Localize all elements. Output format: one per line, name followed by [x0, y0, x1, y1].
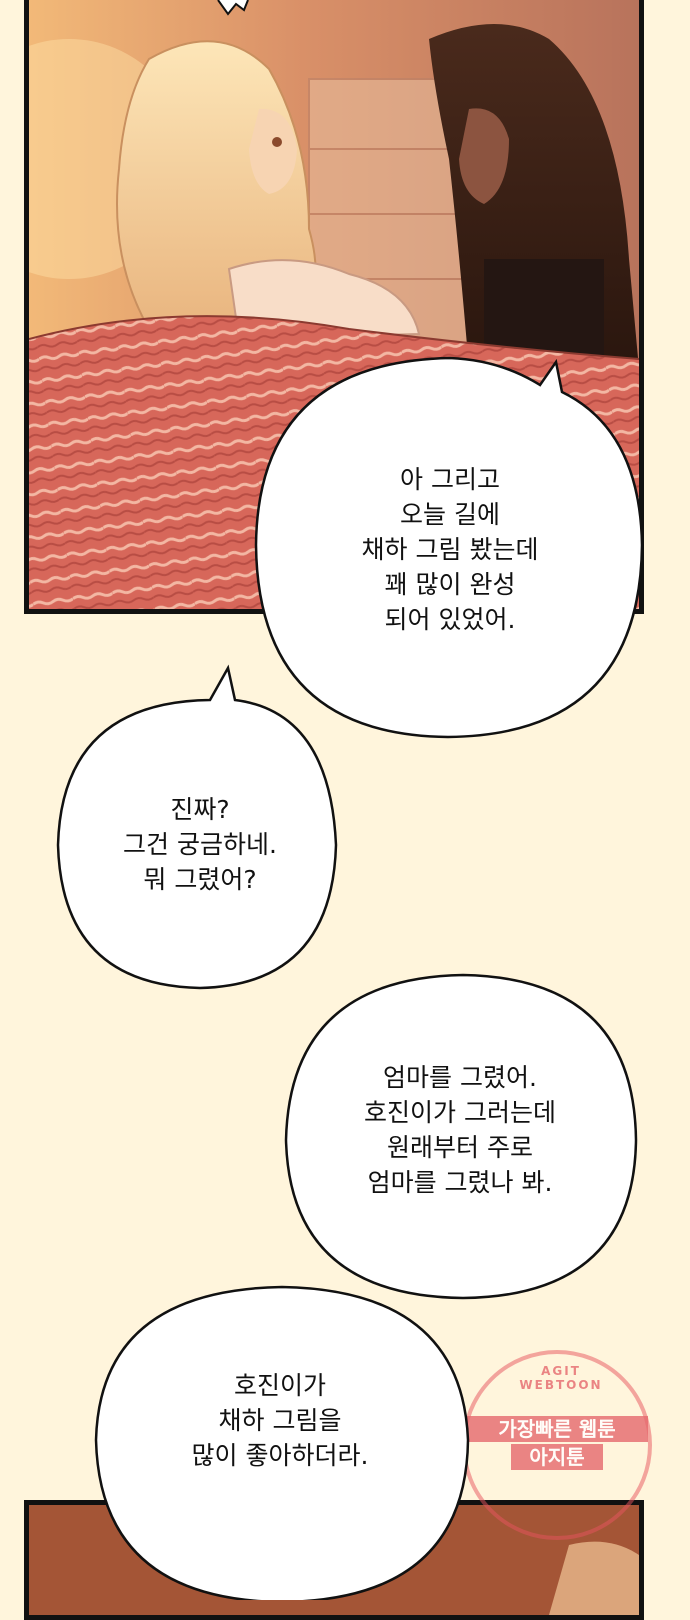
watermark-line-1: 가장빠른 웹툰	[466, 1416, 648, 1442]
speech-bubble-1	[254, 356, 644, 739]
bubble-4-text: 호진이가 채하 그림을 많이 좋아하더라.	[191, 1371, 369, 1470]
speech-bubble-2	[56, 664, 338, 990]
bubble-1-text: 아 그리고 오늘 길에 채하 그림 봤는데 꽤 많이 완성 되어 있었어.	[361, 465, 539, 634]
watermark-line-2: 아지툰	[511, 1444, 603, 1470]
watermark-ring-text: AGIT WEBTOON	[519, 1364, 603, 1392]
bubble-3-text: 엄마를 그렸어. 호진이가 그러는데 원래부터 주로 엄마를 그렸나 봐.	[364, 1063, 556, 1197]
shout-mark	[217, 0, 249, 16]
comic-panel-bedroom	[24, 0, 644, 614]
bubble-2-text: 진짜? 그건 궁금하네. 뭐 그렸어?	[123, 795, 277, 894]
speech-bubble-3	[284, 973, 638, 1300]
speech-bubble-4	[94, 1285, 470, 1600]
blonde-girl	[116, 40, 421, 341]
watermark-stamp: AGIT WEBTOON 가장빠른 웹툰 아지툰	[462, 1350, 652, 1540]
